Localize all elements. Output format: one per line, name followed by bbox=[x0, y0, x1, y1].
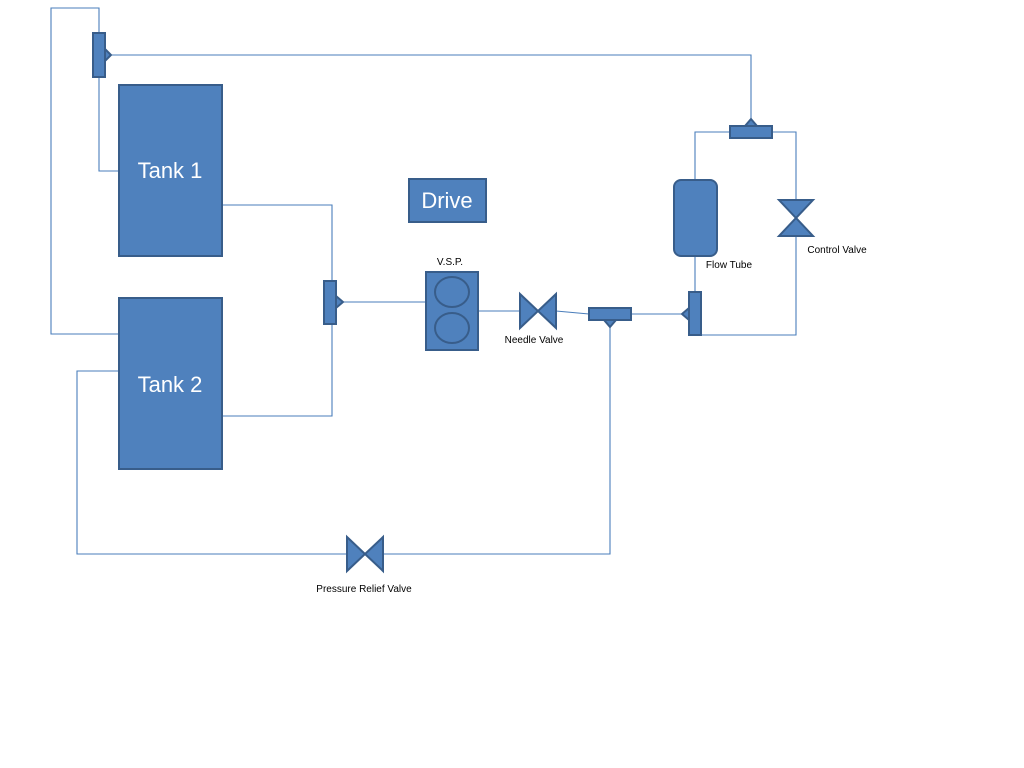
tee-manifold bbox=[323, 280, 345, 325]
tee-upper-right bbox=[729, 117, 773, 139]
needle-valve: Needle Valve bbox=[505, 291, 564, 346]
control-valve-label: Control Valve bbox=[807, 245, 867, 256]
tank-1: Tank 1 bbox=[118, 84, 223, 257]
pipe-needle-valve-to-tee bbox=[555, 310, 590, 315]
pressure-relief-valve-label: Pressure Relief Valve bbox=[316, 584, 412, 595]
tee-middle bbox=[588, 307, 632, 329]
pipe-upper-tee-to-control-valve bbox=[772, 131, 797, 200]
tank-2: Tank 2 bbox=[118, 297, 223, 470]
flow-tube: Flow Tube bbox=[673, 179, 753, 271]
pipe-control-valve-return bbox=[702, 236, 797, 336]
pipe-tank1-to-manifold bbox=[222, 204, 333, 283]
vsp-label: V.S.P. bbox=[437, 257, 463, 268]
pipe-relief-to-tank2 bbox=[76, 370, 347, 555]
pipe-tank2-to-manifold bbox=[222, 324, 333, 417]
pipe-top-tee-to-tank1 bbox=[98, 77, 119, 172]
pipe-upper-tee-to-top-tee bbox=[109, 54, 752, 122]
tank-2-label: Tank 2 bbox=[138, 372, 203, 397]
tee-top-left bbox=[92, 32, 113, 78]
tee-flow-junction bbox=[680, 291, 702, 336]
pipes bbox=[50, 7, 797, 555]
tank-1-label: Tank 1 bbox=[138, 158, 203, 183]
pressure-relief-valve: Pressure Relief Valve bbox=[316, 534, 412, 595]
vsp-pump: V.S.P. bbox=[425, 257, 479, 351]
drive-label: Drive bbox=[421, 188, 472, 213]
needle-valve-label: Needle Valve bbox=[505, 335, 564, 346]
flow-tube-label: Flow Tube bbox=[706, 260, 753, 271]
pipe-relief-return bbox=[383, 325, 611, 555]
control-valve: Control Valve bbox=[776, 199, 867, 256]
drive: Drive bbox=[408, 178, 487, 223]
pipe-flow-tube-to-upper-tee bbox=[694, 131, 730, 180]
pipe-top-tee-to-tank2 bbox=[50, 7, 119, 335]
